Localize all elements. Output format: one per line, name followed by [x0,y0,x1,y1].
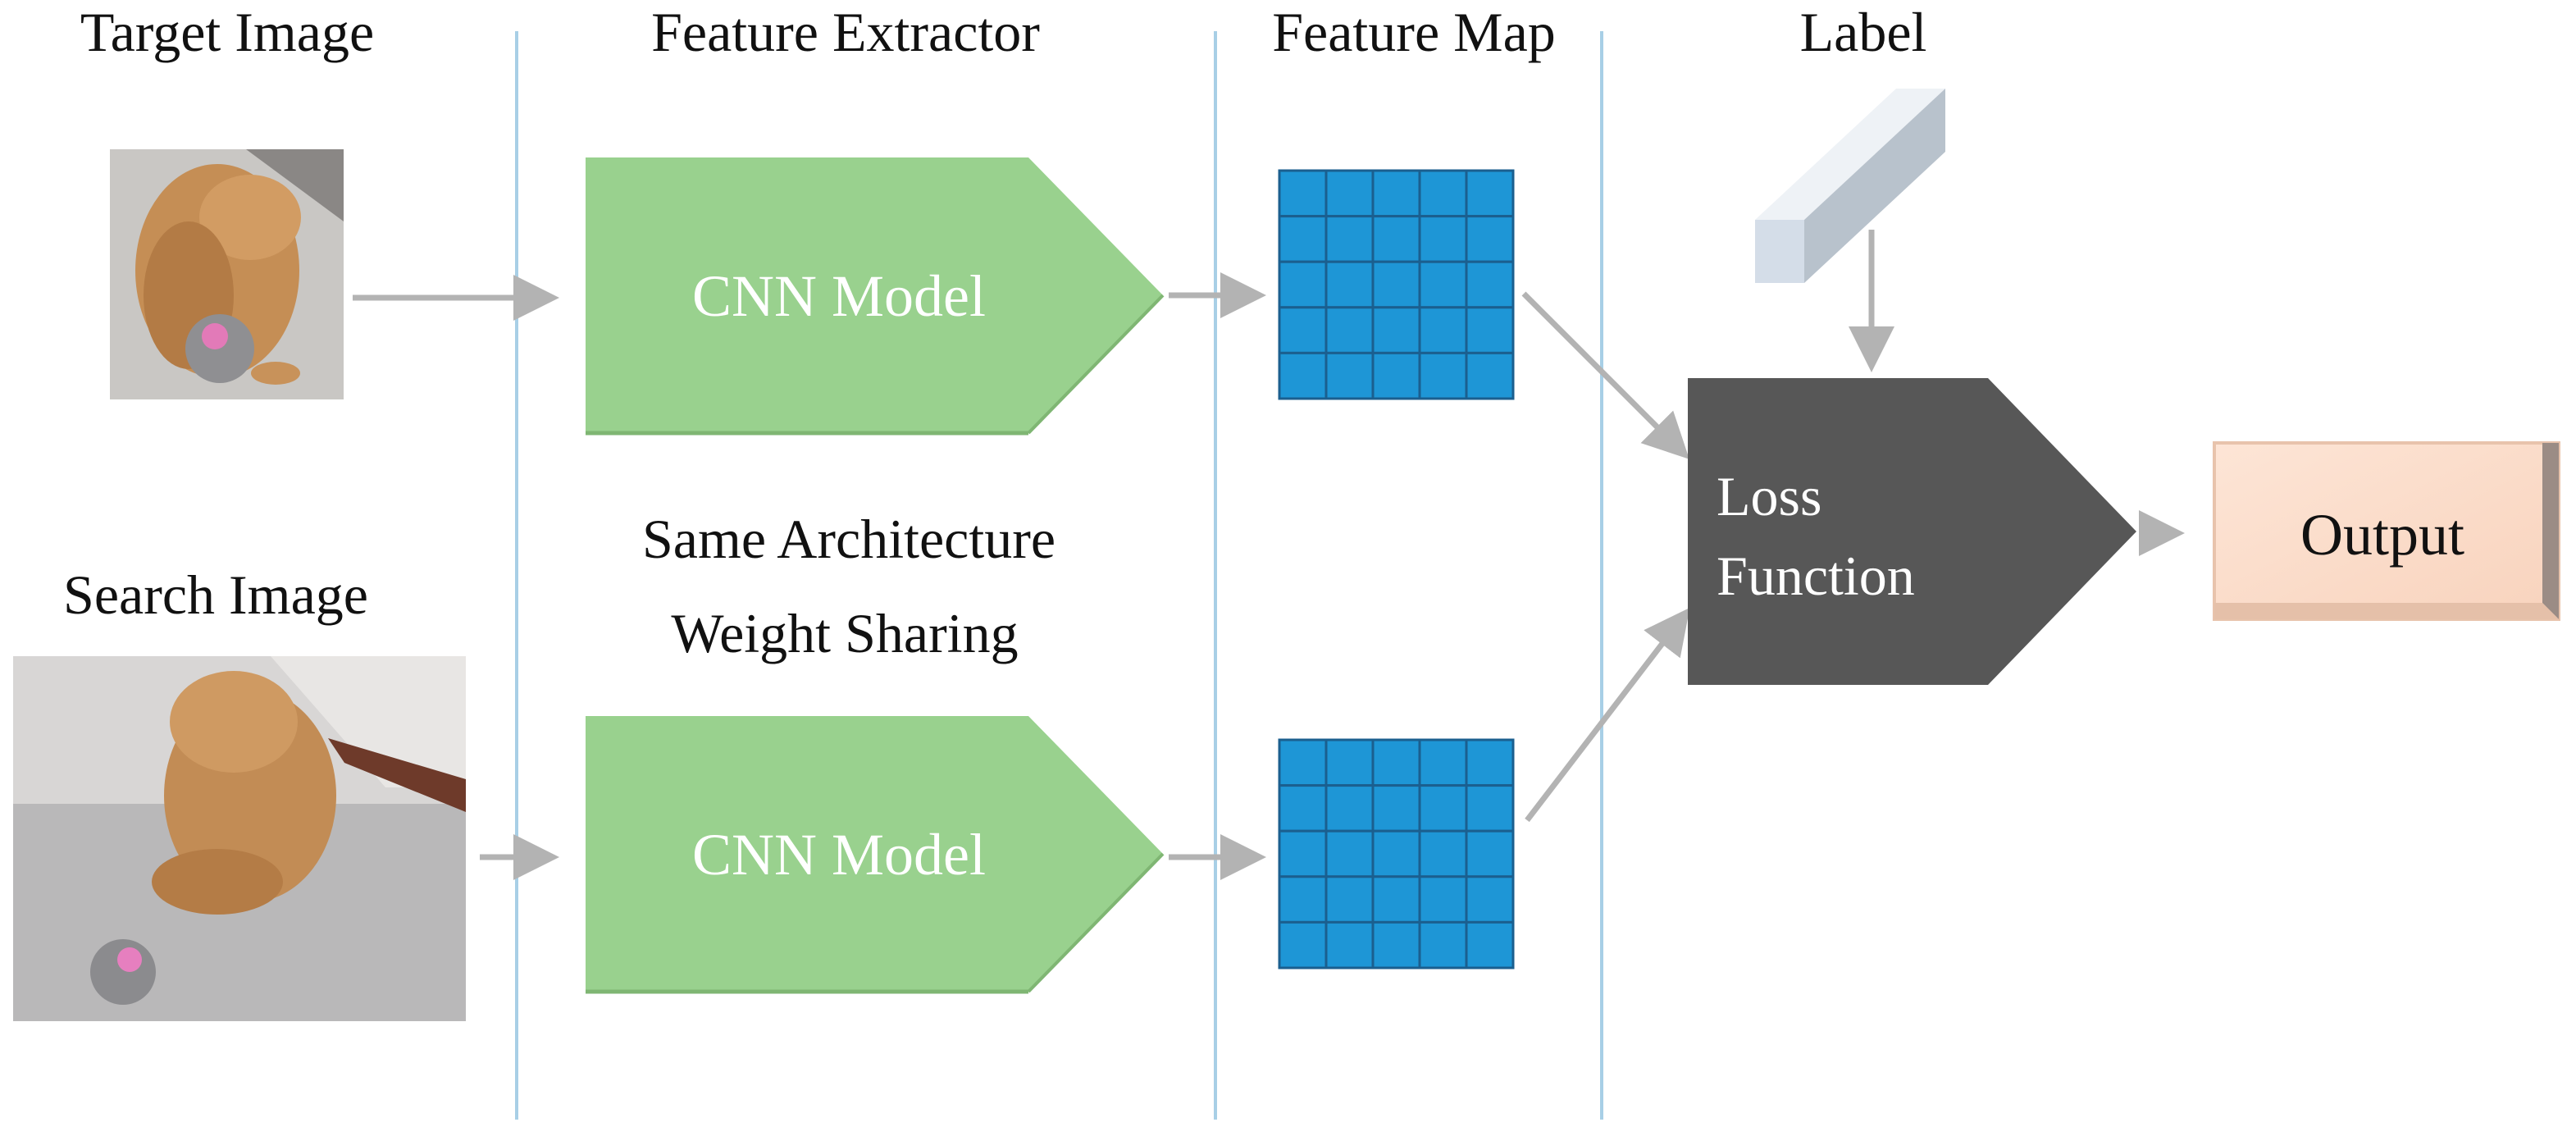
feature-map-cell [1324,784,1375,833]
cnn-model-bottom-label: CNN Model [692,822,986,887]
feature-map-cell [1278,306,1328,354]
feature-map-cell [1278,738,1328,787]
feature-map-cell [1278,784,1328,833]
feature-map-cell [1418,260,1468,309]
feature-map-cell [1324,306,1375,354]
search-image-label: Search Image [63,563,368,626]
feature-map-cell [1324,738,1375,787]
feature-map-cell [1418,920,1468,969]
header-feature-extractor: Feature Extractor [651,1,1040,63]
feature-map-cell [1371,306,1421,354]
feature-map-cell [1418,829,1468,878]
feature-map-cell [1465,920,1515,969]
feature-map-cell [1465,351,1515,400]
cnn-model-top-label: CNN Model [692,263,986,329]
feature-map-cell [1278,875,1328,924]
feature-map-cell [1324,351,1375,400]
feature-map-bottom [1278,738,1515,969]
feature-map-cell [1465,738,1515,787]
feature-map-cell [1418,875,1468,924]
feature-map-cell [1278,260,1328,309]
feature-map-cell [1418,169,1468,218]
label-vector [1755,89,1945,283]
shared-note-line1: Same Architecture [642,508,1055,570]
header-label: Label [1800,1,1927,63]
output-label: Output [2300,502,2464,568]
feature-map-cell [1324,215,1375,263]
feature-map-cell [1418,306,1468,354]
feature-map-cell [1371,920,1421,969]
feature-map-cell [1324,829,1375,878]
feature-map-cell [1465,829,1515,878]
feature-map-cell [1324,875,1375,924]
feature-map-cell [1324,260,1375,309]
feature-map-cell [1278,351,1328,400]
feature-map-cell [1465,215,1515,263]
feature-map-cell [1465,875,1515,924]
header-feature-map: Feature Map [1272,1,1556,63]
feature-map-cell [1418,215,1468,263]
feature-map-cell [1278,169,1328,218]
feature-map-cell [1465,784,1515,833]
feature-map-cell [1278,215,1328,263]
search-image [13,656,466,1021]
feature-map-cell [1371,351,1421,400]
feature-map-cell [1278,829,1328,878]
feature-map-cell [1465,260,1515,309]
feature-map-cell [1371,829,1421,878]
feature-map-cell [1465,306,1515,354]
feature-map-top [1278,169,1515,400]
feature-map-cell [1371,215,1421,263]
feature-map-cell [1371,875,1421,924]
feature-map-cell [1371,260,1421,309]
feature-map-cell [1371,169,1421,218]
arrow-map-top-to-loss [1521,291,1689,459]
feature-map-cell [1278,920,1328,969]
cnn-model-top: CNN Model [586,157,1165,436]
feature-map-cell [1418,738,1468,787]
target-image [110,149,344,399]
cnn-model-bottom: CNN Model [586,716,1165,994]
header-target-image: Target Image [80,1,374,63]
feature-map-cell [1371,784,1421,833]
output-box: Output [2213,441,2560,621]
feature-map-cell [1324,920,1375,969]
feature-map-cell [1324,169,1375,218]
feature-map-cell [1418,784,1468,833]
feature-map-cell [1465,169,1515,218]
feature-map-cell [1418,351,1468,400]
loss-function-line2: Function [1717,545,1915,607]
shared-note-line2: Weight Sharing [671,602,1018,664]
feature-map-cell [1371,738,1421,787]
arrow-map-bottom-to-loss [1525,607,1690,823]
loss-function-line1: Loss [1717,465,1821,527]
loss-function-block: Loss Function [1688,378,2136,685]
